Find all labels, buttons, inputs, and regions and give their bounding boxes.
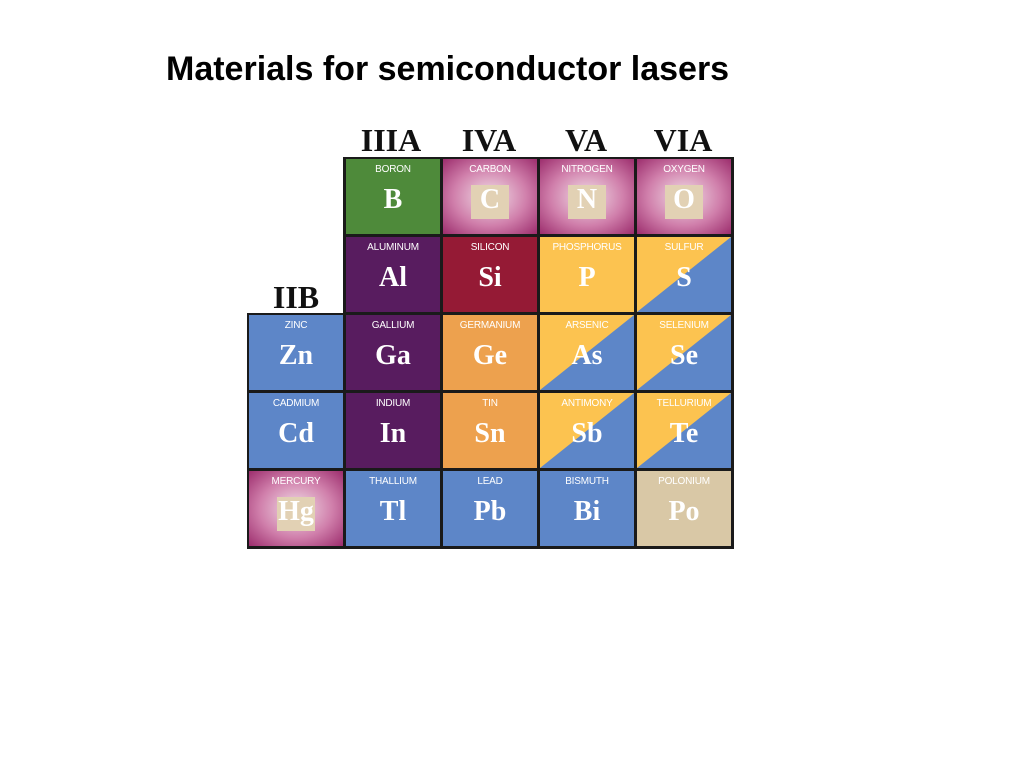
element-name: ARSENIC xyxy=(565,320,609,331)
group-label-va: VA xyxy=(564,122,608,158)
element-cell-p: PHOSPHORUS P xyxy=(540,237,634,312)
element-name: SULFUR xyxy=(664,242,704,253)
element-symbol: Sn xyxy=(474,418,506,449)
element-cell-se: SELENIUM Se xyxy=(637,315,731,390)
element-cell-po: POLONIUM Po xyxy=(637,471,731,546)
element-cell-te: TELLURIUM Te xyxy=(637,393,731,468)
element-symbol: Pb xyxy=(473,496,507,527)
element-symbol: Si xyxy=(478,262,502,293)
element-cell-sb: ANTIMONY Sb xyxy=(540,393,634,468)
cell-split-yellow-half xyxy=(540,315,634,390)
element-cell-c: CARBON C xyxy=(443,159,537,234)
symbol-chip xyxy=(277,497,315,531)
group-label-via: VIA xyxy=(653,122,713,158)
element-cell-hg: MERCURY Hg xyxy=(249,471,343,546)
cell-split-background xyxy=(637,393,731,468)
element-symbol: Zn xyxy=(278,340,314,371)
cell-split-background xyxy=(540,315,634,390)
element-cell-s: SULFUR S xyxy=(637,237,731,312)
element-symbol: Se xyxy=(670,340,698,371)
element-name: TELLURIUM xyxy=(656,398,712,409)
element-symbol: Al xyxy=(379,262,407,293)
group-label-iib: IIB xyxy=(272,279,320,315)
element-cell-tl: THALLIUM Tl xyxy=(346,471,440,546)
element-symbol: Hg xyxy=(278,496,314,527)
element-cell-al: ALUMINUM Al xyxy=(346,237,440,312)
element-symbol: Bi xyxy=(573,496,601,527)
element-cell-bi: BISMUTH Bi xyxy=(540,471,634,546)
element-name: PHOSPHORUS xyxy=(552,242,622,253)
symbol-chip xyxy=(568,185,606,219)
element-symbol: Po xyxy=(668,496,700,527)
element-name: CARBON xyxy=(469,164,511,175)
element-name: NITROGEN xyxy=(561,164,613,175)
cell-split-background xyxy=(637,237,731,312)
element-symbol: C xyxy=(479,184,501,215)
element-name: GALLIUM xyxy=(371,320,415,331)
element-name: LEAD xyxy=(477,476,503,487)
element-name: INDIUM xyxy=(375,398,411,409)
symbol-chip xyxy=(665,185,703,219)
element-cell-zn: ZINC Zn xyxy=(249,315,343,390)
group-label-iva: IVA xyxy=(461,122,517,158)
element-symbol: P xyxy=(578,262,596,293)
element-name: SILICON xyxy=(470,242,510,253)
element-cell-cd: CADMIUM Cd xyxy=(249,393,343,468)
element-symbol: Tl xyxy=(379,496,407,527)
element-symbol: S xyxy=(676,262,692,293)
element-symbol: Cd xyxy=(278,418,314,449)
element-name: TIN xyxy=(482,398,498,409)
element-name: OXYGEN xyxy=(663,164,705,175)
element-symbol: B xyxy=(383,184,403,215)
cell-split-background xyxy=(540,393,634,468)
element-name: SELENIUM xyxy=(659,320,709,331)
cell-split-yellow-half xyxy=(540,393,634,468)
element-cell-o: OXYGEN O xyxy=(637,159,731,234)
element-cell-in: INDIUM In xyxy=(346,393,440,468)
element-name: THALLIUM xyxy=(369,476,417,487)
element-cell-ge: GERMANIUM Ge xyxy=(443,315,537,390)
element-name: ALUMINUM xyxy=(367,242,419,253)
element-name: BORON xyxy=(375,164,411,175)
element-name: ZINC xyxy=(284,320,308,331)
group-label-iiia: IIIA xyxy=(360,122,422,158)
element-symbol: O xyxy=(673,184,695,215)
element-cell-n: NITROGEN N xyxy=(540,159,634,234)
cell-split-yellow-half xyxy=(637,315,731,390)
cell-split-yellow-half xyxy=(637,237,731,312)
element-symbol: Te xyxy=(669,418,699,449)
element-cell-sn: TIN Sn xyxy=(443,393,537,468)
element-cell-ga: GALLIUM Ga xyxy=(346,315,440,390)
element-symbol: Sb xyxy=(571,418,603,449)
element-symbol: N xyxy=(576,184,598,215)
element-name: BISMUTH xyxy=(565,476,609,487)
element-name: GERMANIUM xyxy=(459,320,521,331)
element-name: MERCURY xyxy=(271,476,321,487)
element-name: POLONIUM xyxy=(658,476,710,487)
element-symbol: In xyxy=(379,418,407,449)
element-symbol: As xyxy=(571,340,603,371)
element-symbol: Ga xyxy=(375,340,411,371)
page-title: Materials for semiconductor lasers xyxy=(166,50,730,88)
element-name: CADMIUM xyxy=(272,398,320,409)
element-cell-as: ARSENIC As xyxy=(540,315,634,390)
element-symbol: Ge xyxy=(472,340,508,371)
element-name: ANTIMONY xyxy=(561,398,613,409)
cell-split-yellow-half xyxy=(637,393,731,468)
cell-split-background xyxy=(637,315,731,390)
symbol-chip xyxy=(471,185,509,219)
element-cell-pb: LEAD Pb xyxy=(443,471,537,546)
element-cell-b: BORON B xyxy=(346,159,440,234)
element-cell-si: SILICON Si xyxy=(443,237,537,312)
